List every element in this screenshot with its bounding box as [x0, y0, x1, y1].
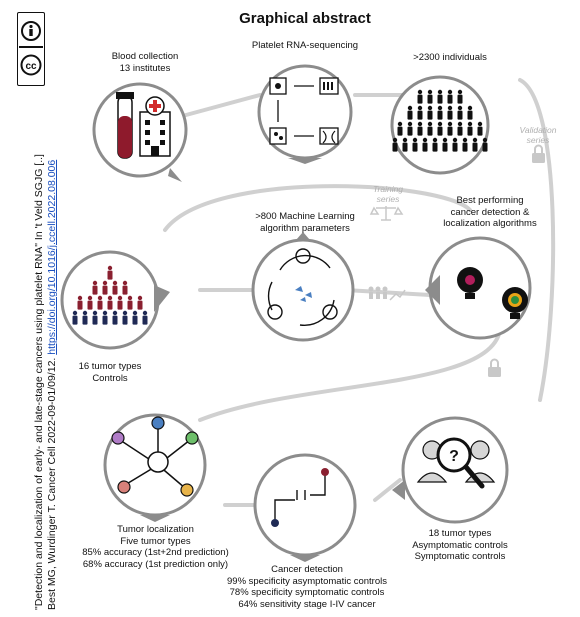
best-line2: cancer detection & — [450, 206, 530, 218]
label-machine-learning: >800 Machine Learning algorithm paramete… — [240, 211, 370, 234]
node-tumor-types — [60, 250, 170, 350]
localization-line1: Tumor localization — [117, 524, 194, 535]
node-individuals — [390, 75, 490, 175]
eighteen-line2: Asymptomatic controls — [412, 539, 508, 551]
localization-line2: Five tumor types — [120, 535, 191, 547]
eighteen-line1: 18 tumor types — [428, 528, 492, 539]
node-tumor-localization — [103, 413, 207, 522]
individuals-line1: >2300 individuals — [413, 52, 487, 63]
label-tumor-localization: Tumor localization Five tumor types 85% … — [68, 524, 243, 570]
cc-icon: cc — [20, 54, 42, 76]
tumor-types-line2: Controls — [92, 372, 128, 384]
label-training-series: Training series — [358, 184, 418, 204]
blood-line2: 13 institutes — [119, 62, 171, 74]
label-individuals: >2300 individuals — [395, 52, 505, 64]
page-title: Graphical abstract — [239, 10, 371, 27]
license-icons: cc — [19, 21, 43, 76]
detection-line1: Cancer detection — [271, 564, 343, 575]
citation-sidebar: cc "Detection and localization of early-… — [0, 0, 70, 617]
lock-icon-best — [488, 358, 501, 377]
blood-line1: Blood collection — [111, 51, 179, 62]
node-machine-learning — [251, 232, 355, 342]
tumor-types-line1: 16 tumor types — [78, 361, 142, 372]
training-line2: series — [376, 194, 400, 204]
detection-line4: 64% sensitivity stage I-IV cancer — [238, 598, 376, 610]
lightbulb-dark-icon — [457, 267, 483, 299]
best-line1: Best performing — [456, 195, 524, 206]
license-badge: cc — [17, 12, 45, 86]
detection-line3: 78% specificity symptomatic controls — [229, 587, 385, 598]
training-line1: Training — [372, 184, 404, 194]
node-eighteen-tumor-types: ? — [392, 416, 509, 524]
crowd-icon — [392, 89, 488, 152]
label-validation-series: Validation series — [508, 125, 568, 145]
label-tumor-types: 16 tumor types Controls — [60, 361, 160, 384]
node-blood-collection — [92, 82, 188, 182]
ml-line1: >800 Machine Learning — [255, 211, 355, 222]
localization-line3: 85% accuracy (1st+2nd prediction) — [82, 547, 229, 558]
training-people-icon — [368, 286, 406, 301]
rnaseq-line1: Platelet RNA-sequencing — [251, 40, 359, 51]
node-best-algorithms — [425, 236, 532, 340]
ml-line2: algorithm parameters — [260, 222, 350, 234]
lock-icon-validation — [532, 144, 545, 163]
people-pyramid-icon — [72, 265, 148, 325]
svg-text:cc: cc — [25, 61, 37, 72]
detection-line2: 99% specificity asymptomatic controls — [227, 575, 387, 587]
balance-scale-icon — [369, 206, 404, 221]
validation-line2: series — [526, 135, 550, 145]
label-eighteen-tumor-types: 18 tumor types Asymptomatic controls Sym… — [400, 528, 520, 563]
label-blood-collection: Blood collection 13 institutes — [90, 51, 200, 74]
magnifier-icon: ? — [436, 437, 485, 489]
blood-tube-icon — [116, 92, 134, 159]
label-cancer-detection: Cancer detection 99% specificity asympto… — [212, 564, 402, 610]
label-best-algorithms: Best performing cancer detection & local… — [430, 195, 550, 230]
label-rna-sequencing: Platelet RNA-sequencing — [235, 40, 375, 52]
eighteen-line3: Symptomatic controls — [414, 551, 506, 562]
node-cancer-detection — [253, 453, 357, 562]
lightbulb-rainbow-icon — [502, 287, 528, 319]
svg-text:?: ? — [449, 448, 459, 465]
localization-line4: 68% accuracy (1st prediction only) — [82, 558, 229, 570]
validation-line1: Validation — [519, 125, 557, 135]
node-rna-sequencing — [257, 64, 353, 164]
best-line3: localization algorithms — [443, 218, 537, 229]
hospital-icon — [139, 96, 171, 157]
by-icon — [21, 21, 41, 41]
